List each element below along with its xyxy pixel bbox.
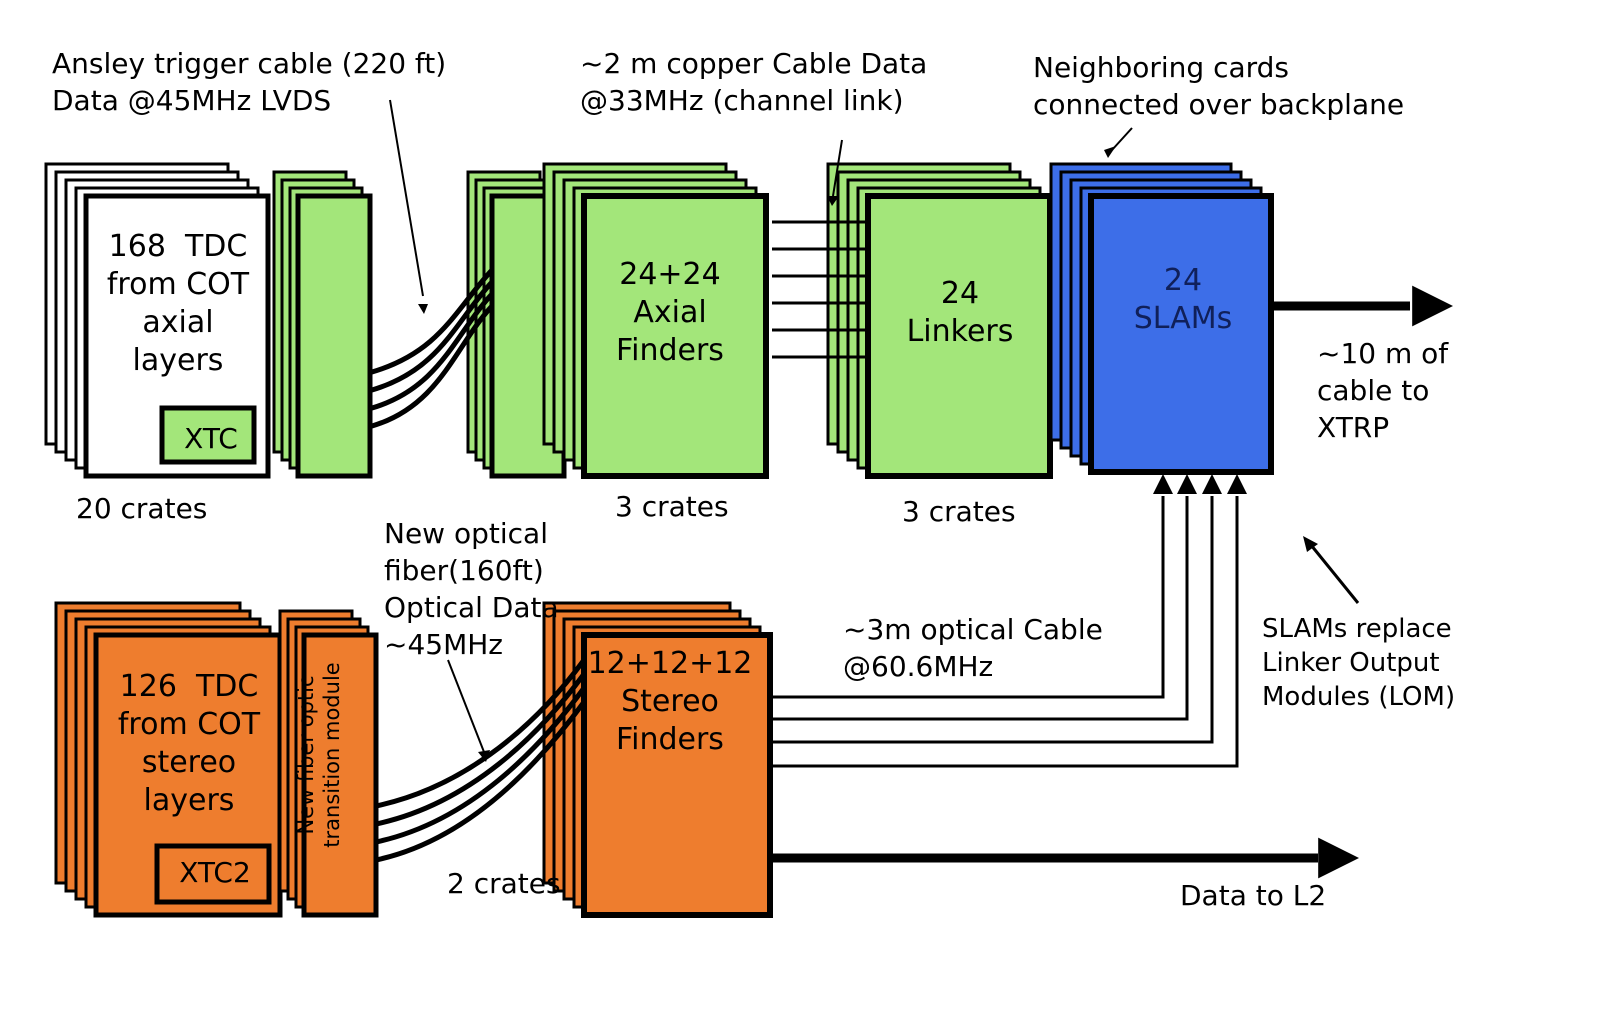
axial-cable-line	[369, 303, 495, 429]
optical-cable-arrowhead	[1202, 474, 1222, 494]
axial-receiver-stack	[466, 170, 567, 479]
xtc-box	[159, 405, 257, 465]
optical-cable-line	[772, 496, 1214, 744]
slams-replace-pointer-line	[1309, 544, 1360, 604]
l2-arrowhead	[1318, 837, 1359, 879]
xtc2-text: XTC2	[179, 856, 251, 889]
copper-pointer-head	[827, 196, 839, 206]
tdc-stereo-text: 126 TDC from COT stereo layers	[117, 669, 261, 818]
neighboring-cards-label: Neighboring cards connected over backpla…	[1033, 51, 1405, 121]
xtc2-box	[154, 843, 272, 905]
stereo-finders-crate-count: 2 crates	[447, 867, 561, 900]
copper-cable-label: ~2 m copper Cable Data @33MHz (channel l…	[580, 47, 928, 117]
axial-cable-line	[369, 267, 495, 375]
axial-finders-crate-count: 3 crates	[615, 490, 729, 523]
ansley-pointer-line	[389, 99, 424, 297]
fiber-module-stack	[278, 609, 379, 918]
optical-cable-line	[772, 496, 1189, 721]
axial-transition-stack-card	[295, 193, 373, 479]
optical-cable-arrowhead	[1227, 474, 1247, 494]
axial-finders-stack	[542, 162, 769, 479]
stereo-finders-stack-card	[581, 632, 773, 918]
optical-cable-arrowhead	[1153, 474, 1173, 494]
optical-fiber-label: New optical fiber(160ft) Optical Data ~4…	[384, 517, 559, 661]
axial-transition-stack	[272, 170, 373, 479]
data-to-l2-label: Data to L2	[1180, 879, 1327, 912]
tdc-axial-stack	[44, 162, 271, 479]
neighboring-pointer-head	[1104, 146, 1116, 158]
connection-wires	[369, 99, 1453, 879]
tdc-axial-crate-count: 20 crates	[76, 492, 208, 525]
axial-finders-text: 24+24 Axial Finders	[616, 257, 724, 368]
tdc-axial-text: 168 TDC from COT axial layers	[106, 229, 250, 378]
copper-pointer-line	[832, 139, 843, 197]
xtc-text: XTC	[184, 422, 238, 455]
axial-cable-line	[369, 291, 495, 411]
crate-stacks	[44, 162, 1274, 918]
optical-cable-label: ~3m optical Cable @60.6MHz	[843, 613, 1103, 683]
fiber-module-text: New fiber optic transition module	[294, 662, 344, 848]
ansley-cable-label: Ansley trigger cable (220 ft) Data @45MH…	[52, 47, 447, 117]
slams-stack	[1049, 162, 1274, 475]
slams-text: 24 SLAMs	[1133, 263, 1233, 336]
linkers-text: 24 Linkers	[906, 276, 1014, 349]
slams-stack-card	[1088, 193, 1274, 475]
stereo-finders-stack	[542, 601, 773, 918]
slams-replace-label: SLAMs replace Linker Output Modules (LOM…	[1262, 614, 1456, 712]
stereo-fiber-line	[373, 699, 587, 863]
stereo-fiber-line	[373, 657, 587, 809]
optical-cable-line	[772, 496, 1239, 768]
slams-replace-pointer-head	[1303, 536, 1318, 552]
fiber-pointer-head	[478, 750, 490, 762]
linkers-crate-count: 3 crates	[902, 495, 1016, 528]
axial-finders-stack-card	[581, 193, 769, 479]
stereo-finders-text: 12+12+12 Stereo Finders	[587, 646, 753, 757]
axial-cable-line	[369, 279, 495, 393]
stereo-fiber-line	[373, 671, 587, 827]
optical-cable-line	[772, 496, 1165, 699]
cable-to-xtrp-label: ~10 m of cable to XTRP	[1317, 337, 1449, 444]
fiber-pointer-line	[447, 659, 485, 753]
optical-cable-arrowhead	[1177, 474, 1197, 494]
stereo-fiber-line	[373, 685, 587, 845]
xtrp-arrowhead	[1412, 285, 1453, 327]
fiber-module-stack-card	[301, 632, 379, 918]
ansley-pointer-head	[418, 304, 428, 314]
